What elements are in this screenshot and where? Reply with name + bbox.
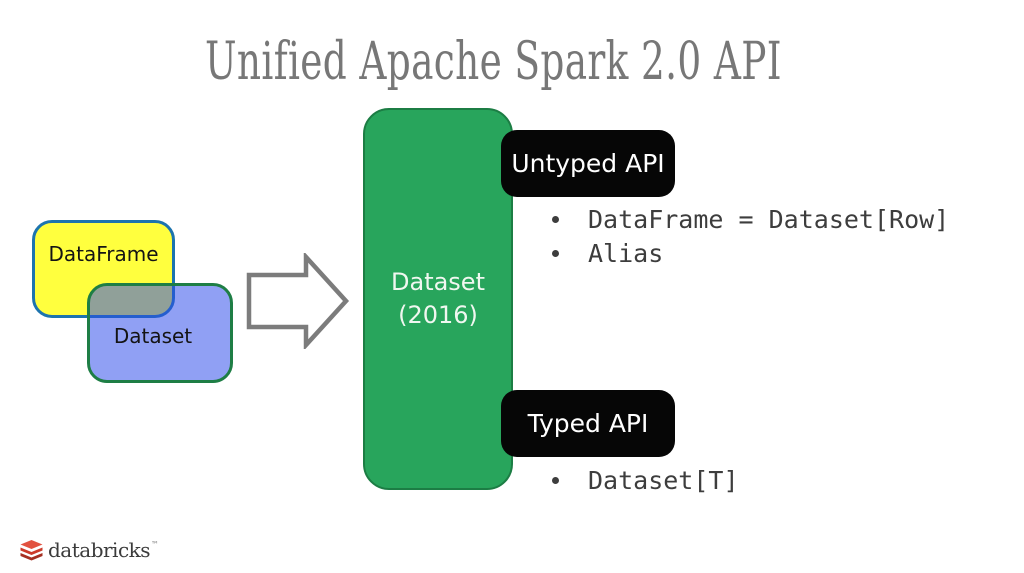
untyped-bullet-2: Alias <box>588 238 664 268</box>
trademark-mark: ™ <box>151 539 160 549</box>
dataframe-label: DataFrame <box>48 242 159 266</box>
dataset-2016-box: Dataset (2016) <box>363 108 513 490</box>
typed-api-badge: Typed API <box>501 390 675 457</box>
list-item: DataFrame = Dataset[Row] <box>552 202 949 236</box>
dataset-shape: Dataset <box>87 283 233 383</box>
dataset-2016-line1: Dataset <box>391 268 485 296</box>
bullet-dot-icon <box>552 476 559 484</box>
list-item: Alias <box>552 236 949 270</box>
page-title: Unified Apache Spark 2.0 API <box>205 32 782 92</box>
dataset-label: Dataset <box>113 324 193 348</box>
databricks-logo-icon <box>20 539 43 560</box>
typed-api-badge-label: Typed API <box>527 409 649 438</box>
untyped-api-badge: Untyped API <box>501 130 675 197</box>
block-arrow-right-icon <box>246 253 350 349</box>
brand-logo: databricks ™ <box>19 538 159 562</box>
brand-wordmark: databricks <box>48 538 151 562</box>
list-item: Dataset[T] <box>552 463 739 497</box>
typed-api-bullet-list: Dataset[T] <box>552 463 739 497</box>
untyped-bullet-1: DataFrame = Dataset[Row] <box>588 204 950 234</box>
dataset-2016-line2: (2016) <box>398 301 478 329</box>
untyped-api-bullet-list: DataFrame = Dataset[Row] Alias <box>552 202 949 270</box>
bullet-dot-icon <box>552 249 559 257</box>
typed-bullet-1: Dataset[T] <box>588 465 739 495</box>
bullet-dot-icon <box>552 215 559 223</box>
untyped-api-badge-label: Untyped API <box>511 149 665 178</box>
